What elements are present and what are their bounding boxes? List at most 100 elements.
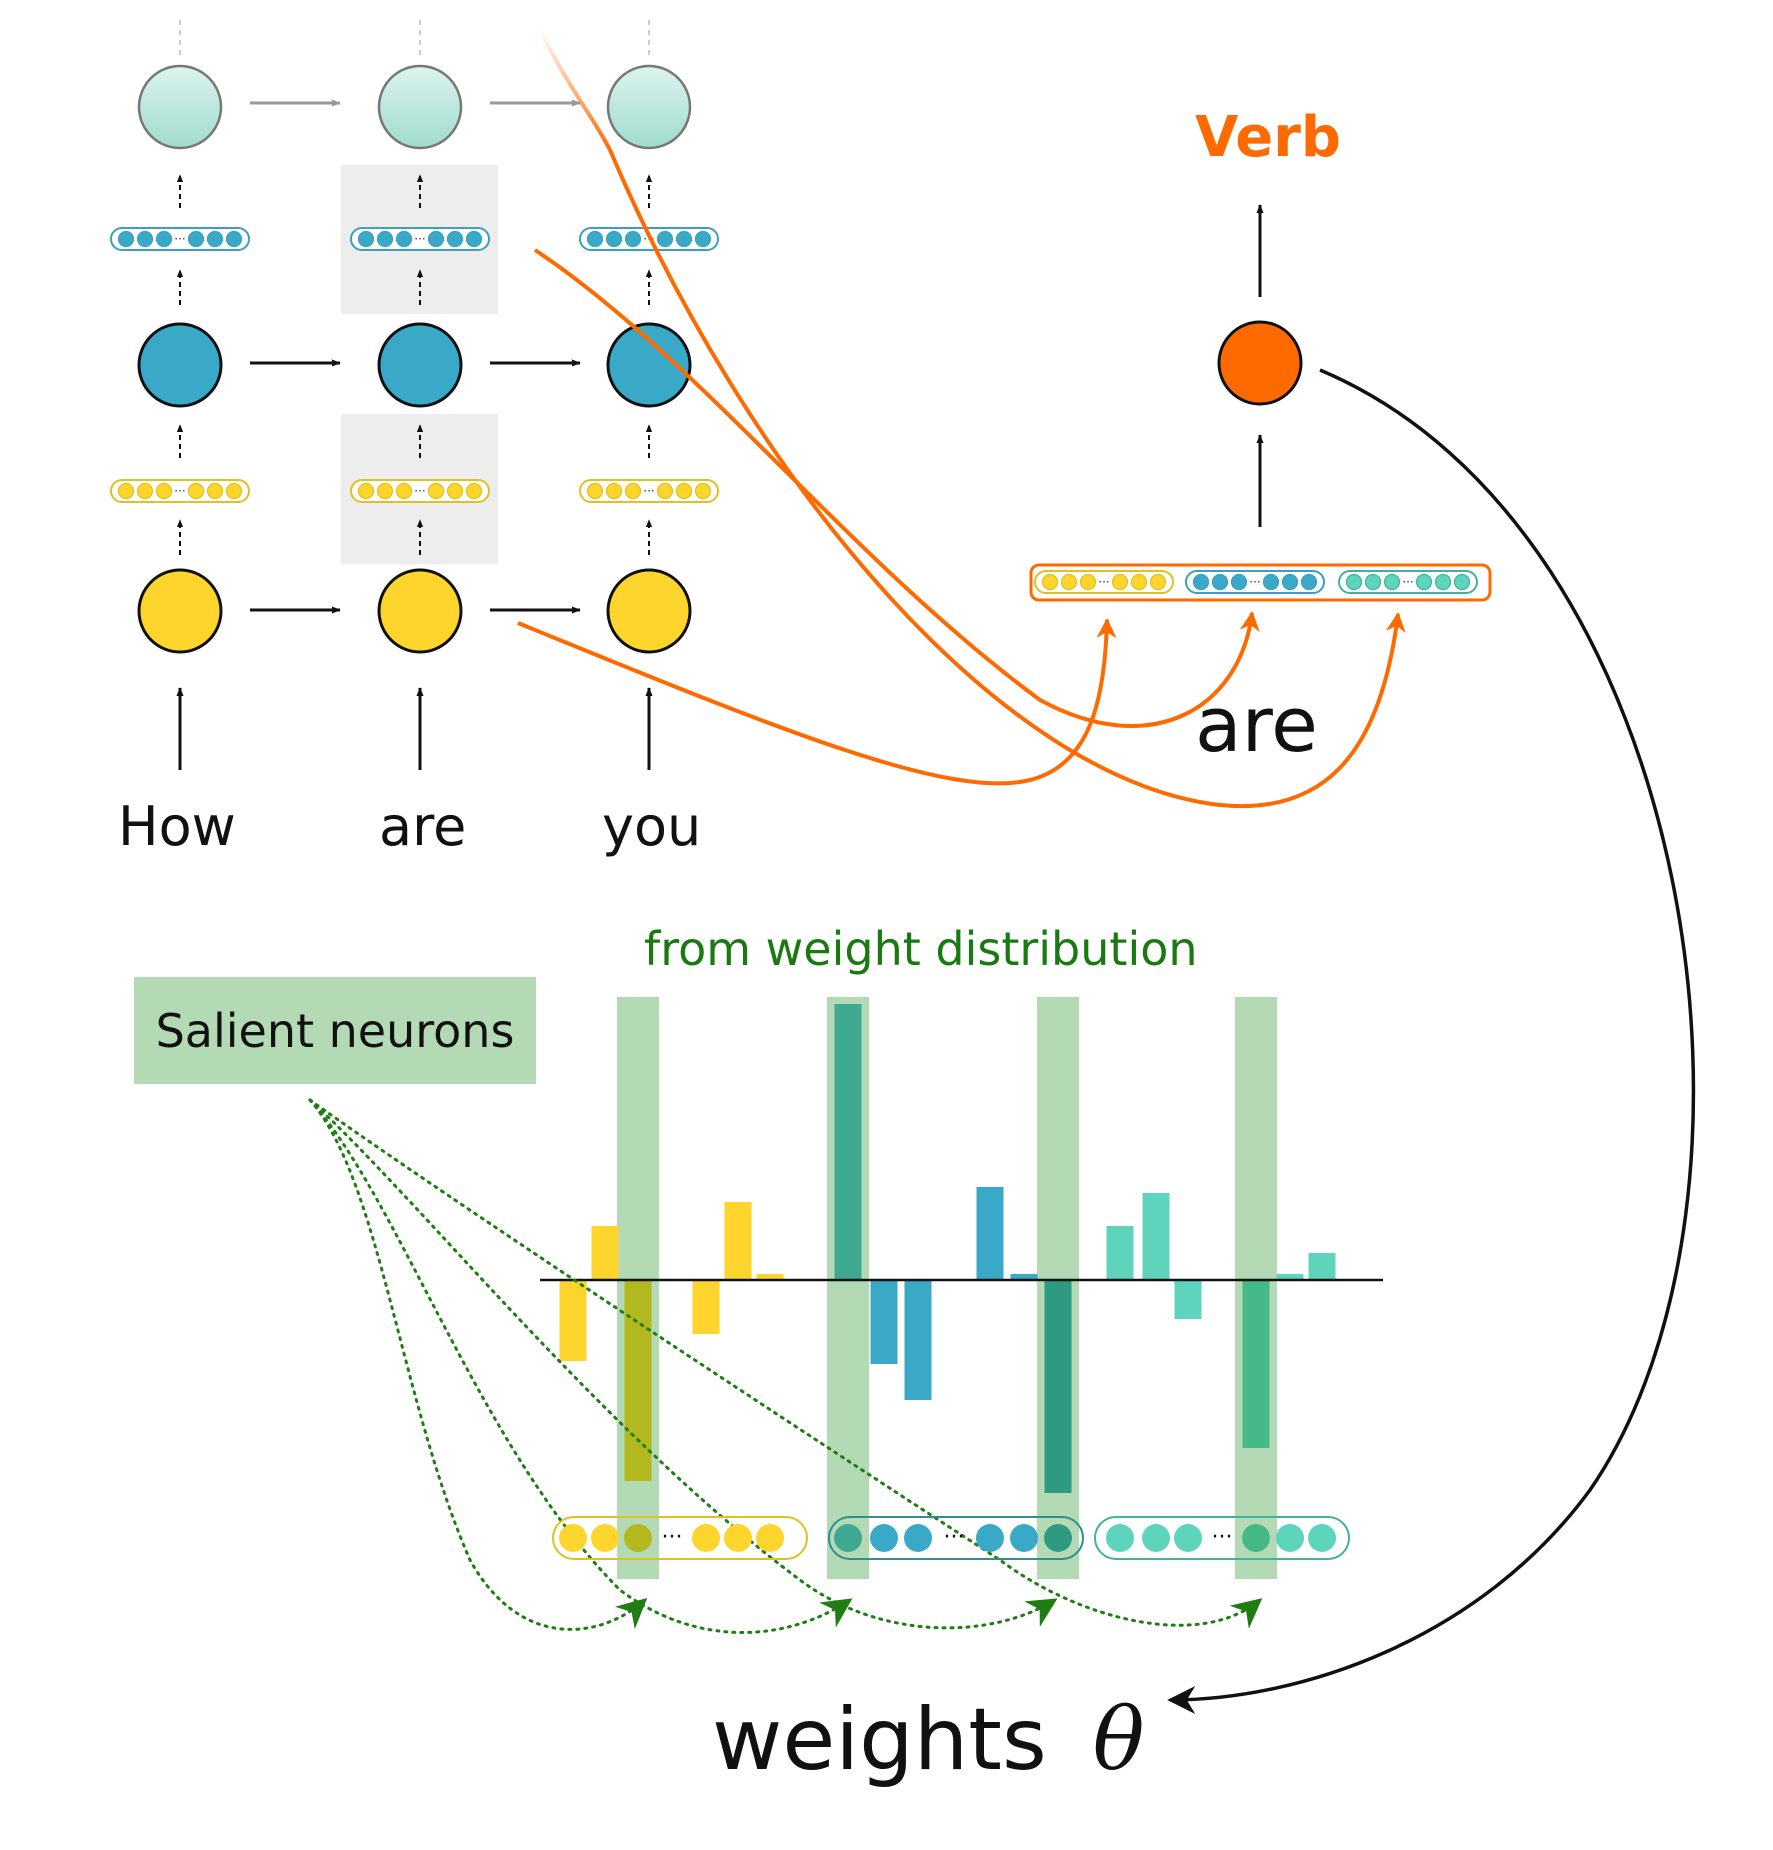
neuron-unit [904,1524,932,1552]
vector-unit [656,230,674,248]
output-node [1217,320,1303,406]
rnn-columns: ·················· [110,64,719,654]
neuron-unit [834,1524,862,1552]
weight-bar [724,1202,752,1280]
neuron-ellipsis: ··· [662,1525,683,1550]
vector-unit [1211,573,1229,591]
vector-unit [1130,573,1148,591]
vector-unit [117,230,135,248]
neuron-vector-frame [552,1516,808,1560]
vector-unit [357,230,375,248]
vector-unit [586,482,604,500]
neuron-unit [1242,1524,1270,1552]
top-layer-node [377,64,463,150]
neuron-vector-2: ··· [828,1516,1084,1560]
input-state-vector: ··· [110,479,250,503]
weight-bar [624,1280,652,1481]
neuron-unit [1010,1524,1038,1552]
concat-part-input: ··· [1034,570,1174,594]
vector-unit [624,482,642,500]
vector-unit [1060,573,1078,591]
classifier-to-weights-arrow [1167,368,1696,1714]
neuron-vector-1: ··· [552,1516,808,1560]
weight-bar [1010,1274,1038,1280]
orange-connectors [517,149,1406,809]
hidden-state-vector: ··· [110,227,250,251]
weight-bar [559,1280,587,1361]
vector-unit [136,230,154,248]
vector-ellipsis: ··· [414,232,425,246]
vector-unit [395,230,413,248]
input-word-are: are [379,795,467,858]
vector-unit [1383,573,1401,591]
vector-unit [395,482,413,500]
neuron-unit [591,1524,619,1552]
vector-unit [1262,573,1280,591]
input-state-vector: ··· [350,479,490,503]
vector-unit [225,482,243,500]
vector-unit [1453,573,1471,591]
vector-unit [1300,573,1318,591]
neuron-unit [724,1524,752,1552]
top-layer-node [606,64,692,150]
neuron-unit [1308,1524,1336,1552]
concat-part-top: ··· [1338,570,1478,594]
weight-bar [1106,1226,1134,1280]
vector-unit [1230,573,1248,591]
weight-bar [976,1187,1004,1280]
orange-curve-top-lower [608,149,1406,809]
vector-unit [187,482,205,500]
vector-unit [1111,573,1129,591]
rnn-column-3: ······ [579,64,719,654]
vector-unit [675,482,693,500]
neuron-vector-frame [1094,1516,1350,1560]
vector-unit [1434,573,1452,591]
weight-bar [1276,1274,1304,1280]
vector-unit [427,482,445,500]
vector-ellipsis: ··· [414,484,425,498]
vector-unit [376,482,394,500]
vector-unit [446,482,464,500]
neuron-unit [756,1524,784,1552]
vector-unit [187,230,205,248]
vector-unit [446,230,464,248]
weight-bar [870,1280,898,1364]
vector-ellipsis: ··· [1402,575,1413,589]
rnn-column-1: ··· ··· [110,64,250,654]
vector-unit [1364,573,1382,591]
top-faint-lines [179,20,650,58]
vector-unit [155,230,173,248]
vector-unit [376,230,394,248]
neuron-vector-3: ··· [1094,1516,1350,1560]
weights-label: weights θ [712,1690,1145,1790]
vector-unit [1041,573,1059,591]
neuron-unit [692,1524,720,1552]
salient-dotted-arrows [308,1098,1263,1634]
vector-unit [206,230,224,248]
input-word-you: you [602,795,702,858]
input-state-vector: ··· [579,479,719,503]
neuron-unit [1106,1524,1134,1552]
weight-bar [1242,1280,1270,1448]
orange-curve-input [517,618,1117,786]
vector-unit [624,230,642,248]
vector-unit [605,230,623,248]
distribution-label: from weight distribution [644,922,1198,976]
vector-unit [465,482,483,500]
weight-bar [1142,1193,1170,1280]
vector-ellipsis: ··· [174,232,185,246]
vector-unit [694,230,712,248]
vector-unit [586,230,604,248]
hidden-layer-node [606,322,692,408]
vector-unit [605,482,623,500]
theta-symbol: θ [1092,1690,1145,1790]
vector-ellipsis: ··· [174,484,185,498]
vector-unit [1192,573,1210,591]
input-layer-node [137,568,223,654]
weight-distribution-chart [540,997,1383,1579]
vector-unit [465,230,483,248]
weights-text: weights [712,1690,1047,1790]
vector-unit [357,482,375,500]
orange-curve-top-fade [538,29,612,151]
hidden-layer-node [377,322,463,408]
